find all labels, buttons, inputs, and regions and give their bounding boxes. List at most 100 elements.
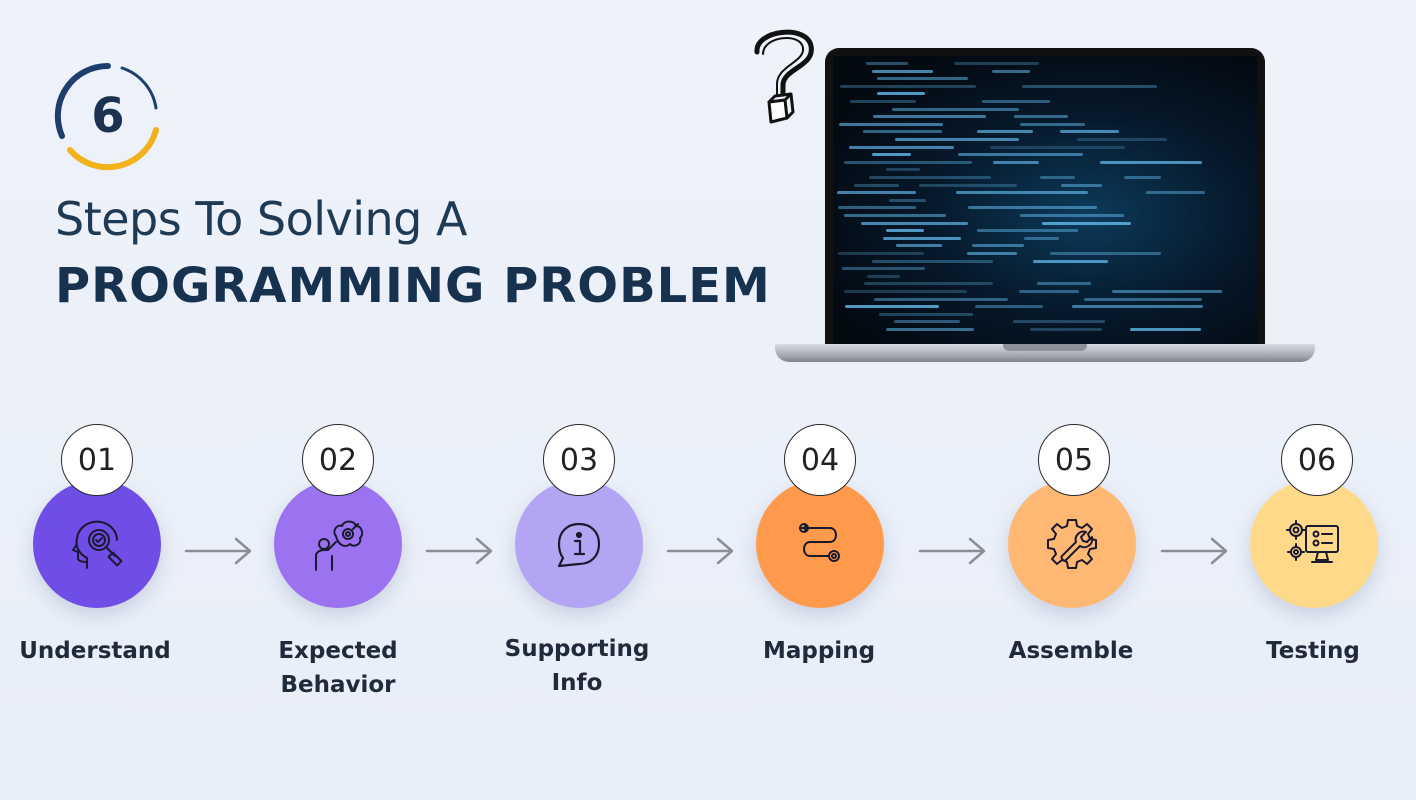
code-line (1084, 297, 1202, 301)
step-circle-3 (515, 480, 643, 608)
info-bubble-icon (557, 522, 601, 568)
code-line (872, 259, 993, 263)
laptop-screen (825, 48, 1265, 344)
code-line (1061, 183, 1102, 187)
gear-wrench-icon (1047, 519, 1097, 569)
code-line (1124, 176, 1161, 179)
code-line (982, 100, 1050, 103)
code-line (842, 267, 925, 271)
step-label-4: Mapping (719, 634, 919, 668)
badge-ring-icon (54, 62, 159, 171)
laptop-notch (1003, 344, 1087, 351)
arrow-right-icon (425, 537, 493, 565)
code-line (845, 305, 939, 309)
code-line (886, 168, 920, 172)
code-line (886, 328, 974, 331)
step-label-4-line1: Mapping (762, 638, 876, 664)
code-line (877, 77, 968, 81)
step-circle-1 (33, 480, 161, 608)
code-line (1130, 328, 1201, 331)
code-line (896, 244, 942, 248)
code-line (872, 153, 911, 157)
code-line (844, 290, 967, 293)
code-line (838, 252, 924, 255)
code-line (1022, 84, 1157, 88)
monitor-gears-checklist-icon (1286, 520, 1339, 563)
code-line (844, 160, 972, 164)
route-map-icon (799, 523, 840, 562)
code-line (849, 145, 954, 149)
step-label-2: Expected Behavior (238, 634, 438, 702)
code-line (1077, 138, 1167, 141)
laptop-illustration (775, 48, 1315, 370)
code-line (869, 176, 991, 179)
step-label-5-line1: Assemble (1008, 638, 1134, 664)
step-circle-6 (1250, 480, 1378, 608)
code-line (1024, 236, 1059, 240)
step-label-2-line1: Expected (278, 638, 398, 664)
code-line (863, 130, 942, 134)
code-line (850, 100, 916, 103)
code-line (839, 122, 943, 126)
question-mark-icon (754, 29, 814, 124)
step-label-5: Assemble (971, 634, 1171, 668)
code-line (1033, 259, 1108, 263)
step-label-1-line1: Understand (19, 638, 171, 664)
code-line (873, 115, 986, 119)
code-line (967, 252, 1017, 255)
code-line (919, 183, 1017, 187)
code-line (892, 107, 1019, 111)
code-line (867, 274, 900, 278)
code-line (861, 221, 968, 225)
step-label-2-line2: Behavior (280, 672, 396, 698)
code-line (854, 183, 899, 187)
code-line (1020, 122, 1085, 126)
laptop-base (775, 344, 1315, 362)
badge-number: 6 (91, 88, 125, 144)
step-circle-5 (1008, 480, 1136, 608)
code-line (992, 69, 1030, 73)
code-line (1042, 221, 1131, 225)
step-label-3-line1: Supporting (504, 636, 650, 662)
step-label-3: Supporting Info (477, 632, 677, 700)
page-title-line2: PROGRAMMING PROBLEM (55, 258, 771, 314)
code-line (968, 206, 1097, 210)
step-label-3-line2: Info (551, 670, 603, 696)
code-line (993, 160, 1039, 164)
code-line (1013, 320, 1105, 324)
code-line (990, 145, 1125, 149)
code-line (958, 153, 1083, 157)
code-line (872, 69, 933, 73)
code-line (954, 62, 1039, 65)
step-number-6: 06 (1281, 424, 1353, 496)
arrow-right-icon (666, 537, 734, 565)
code-line (1100, 160, 1202, 164)
code-line (883, 236, 961, 240)
arrow-right-icon (184, 537, 252, 565)
step-number-4: 04 (784, 424, 856, 496)
code-line (874, 297, 1008, 301)
step-label-6: Testing (1213, 634, 1413, 668)
step-label-6-line1: Testing (1266, 638, 1360, 664)
code-line (1112, 290, 1222, 293)
code-line (1146, 191, 1205, 195)
step-number-2: 02 (302, 424, 374, 496)
step-count-badge: 6 (52, 60, 164, 172)
code-line (972, 244, 1024, 248)
page-title-line1: Steps To Solving A (55, 192, 467, 246)
step-number-1: 01 (61, 424, 133, 496)
code-line (956, 191, 1088, 195)
code-line (895, 138, 1019, 141)
step-number-3: 03 (543, 424, 615, 496)
code-line (1019, 290, 1079, 293)
code-line (1037, 282, 1091, 286)
code-line (879, 312, 973, 316)
code-line (1020, 214, 1124, 217)
step-number-5: 05 (1038, 424, 1110, 496)
code-line (1030, 328, 1102, 331)
step-circle-4 (756, 480, 884, 608)
code-line (1072, 305, 1203, 309)
code-line (864, 282, 993, 286)
code-line (1050, 252, 1161, 255)
code-line (975, 305, 1043, 309)
